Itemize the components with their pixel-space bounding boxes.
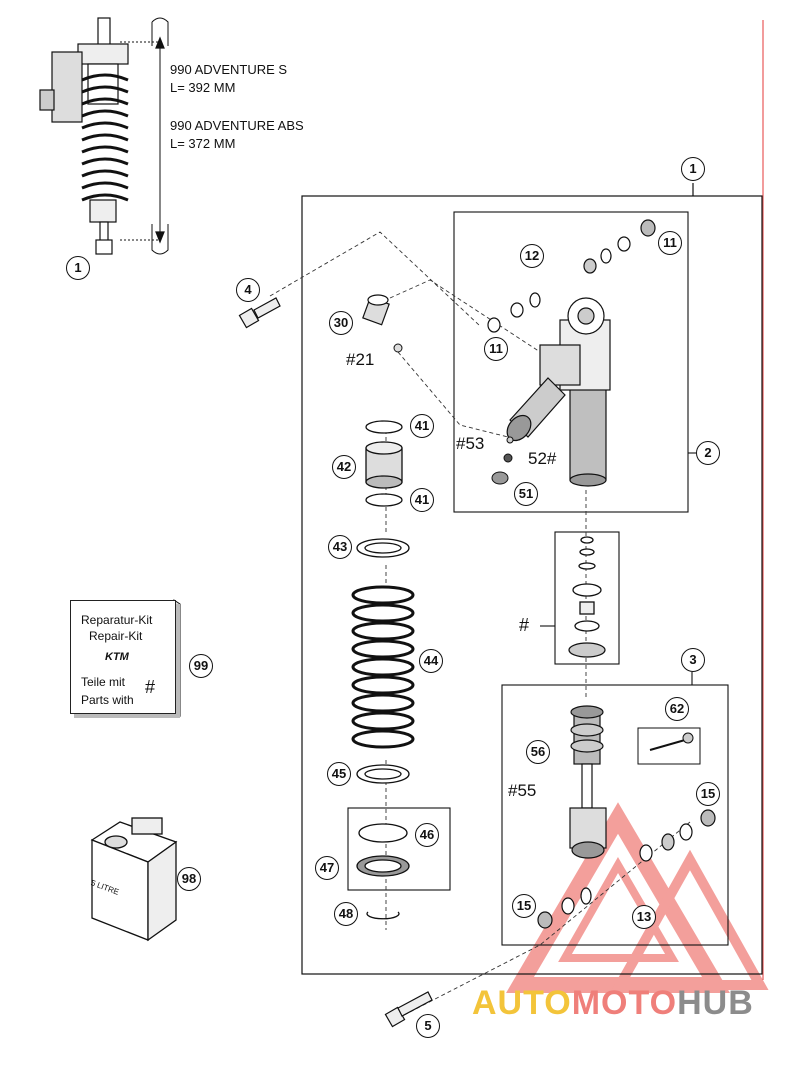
callout-12[interactable]: 12 [520, 244, 544, 268]
callout-47[interactable]: 47 [315, 856, 339, 880]
variant-length-abs: L= 372 MM [170, 136, 236, 151]
callout-3[interactable]: 3 [681, 648, 705, 672]
subassembly-frame-2 [453, 211, 696, 513]
watermark-part3: HUB [677, 984, 754, 1022]
piston-rod-3 [569, 705, 607, 859]
watermark-part1: AUTO [472, 984, 572, 1022]
seal-kit-parts [568, 536, 606, 658]
callout-1-assembly[interactable]: 1 [681, 157, 705, 181]
adjuster-30 [362, 294, 390, 326]
callout-15-right[interactable]: 15 [696, 782, 720, 806]
callout-44[interactable]: 44 [419, 649, 443, 673]
adjuster-62 [637, 727, 701, 765]
spring-44 [351, 585, 415, 749]
variant-model-abs: 990 ADVENTURE ABS [170, 118, 304, 133]
watermark-logo: AUTOMOTOHUB [472, 984, 754, 1023]
callout-4[interactable]: 4 [236, 278, 260, 302]
shock-overview [39, 17, 169, 255]
callout-43[interactable]: 43 [328, 535, 352, 559]
kit-line1: Reparatur-Kit [81, 613, 153, 627]
repair-kit-box: Reparatur-Kit Repair-Kit KTM Teile mit P… [70, 600, 176, 714]
washers-11-12 [487, 219, 656, 333]
variant-model-s: 990 ADVENTURE S [170, 62, 288, 77]
seal-kit-frame [540, 531, 620, 665]
kit-line2: Repair-Kit [89, 629, 143, 643]
callout-30[interactable]: 30 [329, 311, 353, 335]
spring-seat-parts-45-48 [356, 764, 410, 920]
seal-kit-hash: # [519, 615, 530, 635]
bolt-5 [384, 991, 433, 1028]
watermark-part2: MOTO [571, 984, 678, 1022]
kit-line3: Teile mit [81, 675, 126, 689]
shock-body-2 [506, 297, 611, 487]
callout-15-left[interactable]: 15 [512, 894, 536, 918]
preload-parts-41-43 [356, 420, 410, 558]
callout-11-left[interactable]: 11 [484, 337, 508, 361]
callout-41-top[interactable]: 41 [410, 414, 434, 438]
label-52-hash: 52# [528, 449, 557, 468]
subassembly-frame-3 [501, 672, 729, 946]
callout-13[interactable]: 13 [632, 905, 656, 929]
oil-can-98 [90, 817, 178, 942]
bolt-4 [238, 297, 281, 329]
callout-45[interactable]: 45 [327, 762, 351, 786]
assembly-frame-1 [301, 183, 763, 975]
callout-48[interactable]: 48 [334, 902, 358, 926]
kit-line4: Parts with [81, 693, 134, 707]
callout-1-overview[interactable]: 1 [66, 256, 90, 280]
label-hash-55: #55 [508, 781, 537, 800]
callout-56[interactable]: 56 [526, 740, 550, 764]
watermark-triangles [506, 802, 769, 993]
callout-2[interactable]: 2 [696, 441, 720, 465]
callout-11-top[interactable]: 11 [658, 231, 682, 255]
callout-62[interactable]: 62 [665, 697, 689, 721]
kit-brand-logo: KTM [105, 651, 129, 663]
callout-51[interactable]: 51 [514, 482, 538, 506]
callout-46[interactable]: 46 [415, 823, 439, 847]
ball-21 [393, 343, 403, 353]
washers-13-15 [537, 809, 716, 929]
callout-5[interactable]: 5 [416, 1014, 440, 1038]
leader-lines [269, 231, 691, 1016]
valve-parts-51-52-53 [491, 436, 514, 485]
callout-41-bottom[interactable]: 41 [410, 488, 434, 512]
callout-42[interactable]: 42 [332, 455, 356, 479]
variant-length-s: L= 392 MM [170, 80, 236, 95]
callout-99[interactable]: 99 [189, 654, 213, 678]
spring-seat-frame [347, 807, 451, 891]
callout-98[interactable]: 98 [177, 867, 201, 891]
kit-hash-symbol: # [145, 677, 156, 697]
label-hash-21: #21 [346, 350, 375, 369]
label-hash-53: #53 [456, 434, 485, 453]
